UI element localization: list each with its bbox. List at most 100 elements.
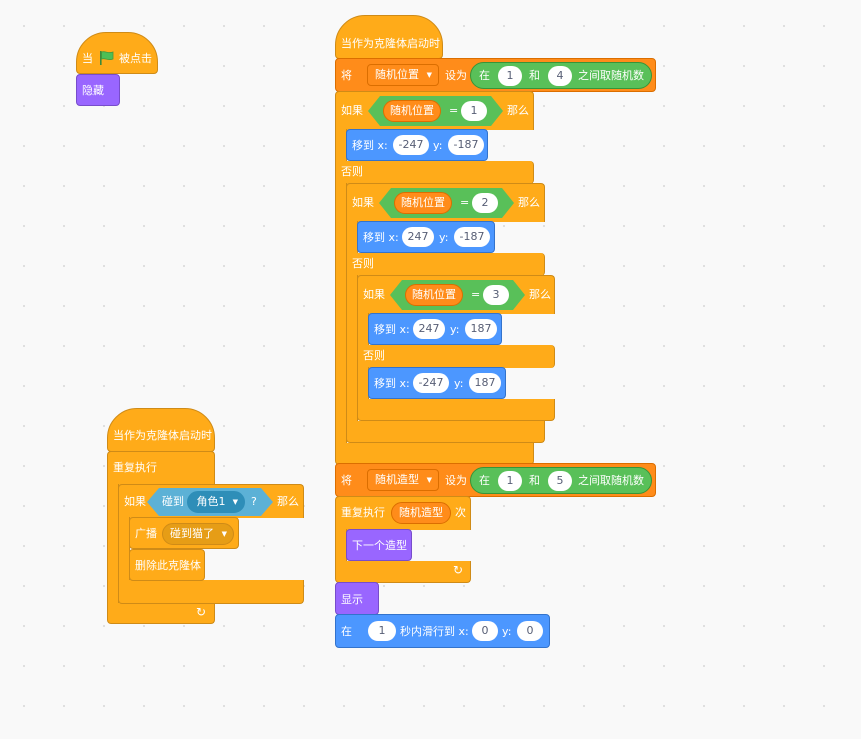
hide-block[interactable]: 隐藏 [76,74,120,106]
if-else-middle-block-top[interactable]: 如果 随机位置 = 2 那么 [346,183,545,222]
clicked-label: 被点击 [119,52,152,65]
else-label-middle: 否则 [352,257,374,270]
goto-y-label-1: y: [433,139,443,152]
if-touching-block-top[interactable]: 如果 碰到 角色1 ▼ ? 那么 [118,484,304,518]
goto-xy-block-3[interactable]: 移到 x: 247 y: 187 [368,313,502,345]
touching-sprite-value: 角色1 [196,495,226,508]
variable-dropdown-position[interactable]: 随机位置 ▼ [367,64,439,86]
forever-block-top[interactable]: 重复执行 [107,451,215,485]
variable-position-value: 随机位置 [375,68,419,81]
if-else-inner-bottom[interactable] [357,399,555,421]
glide-y-label: y: [502,625,512,638]
equals-condition-3[interactable]: 随机位置 = 3 [390,280,525,310]
delete-clone-label: 删除此克隆体 [135,559,201,572]
repeat-block-top[interactable]: 重复执行 随机造型 次 [335,496,471,530]
position-reporter-1[interactable]: 随机位置 [383,100,441,122]
touching-question-label: ? [251,495,257,508]
broadcast-message-value: 碰到猫了 [170,527,214,540]
goto-x-label-1: 移到 x: [352,139,388,152]
to-label: 设为 [445,69,467,82]
clone-hat-label: 当作为克隆体启动时 [113,429,212,442]
goto-xy-block-1[interactable]: 移到 x: -247 y: -187 [346,129,488,161]
next-costume-block[interactable]: 下一个造型 [346,529,412,561]
if-else-inner-block-top[interactable]: 如果 随机位置 = 3 那么 [357,275,555,314]
if-else-middle-bottom[interactable] [346,421,545,443]
when-start-as-clone-hat[interactable]: 当作为克隆体启动时 [107,408,215,452]
broadcast-message-dropdown[interactable]: 碰到猫了 ▼ [162,523,234,545]
else-label-outer: 否则 [341,165,363,178]
else-label-inner: 否则 [363,349,385,362]
goto-xy-block-2[interactable]: 移到 x: 247 y: -187 [357,221,495,253]
goto-xy-block-4[interactable]: 移到 x: -247 y: 187 [368,367,506,399]
position-reporter-2[interactable]: 随机位置 [394,192,452,214]
variable-costume-value: 随机造型 [375,473,419,486]
repeat-block-bottom[interactable]: ↻ [335,561,471,583]
glide-y-input[interactable]: 0 [517,621,543,641]
equals-label-1: = [449,104,459,117]
forever-block-bottom[interactable]: ↻ [107,603,215,624]
if-label: 如果 [124,495,146,508]
else-outer-bar[interactable]: 否则 [335,161,534,184]
equals-label-2: = [460,196,470,209]
dropdown-caret-icon: ▼ [221,530,227,538]
goto-x-input-4[interactable]: -247 [413,373,449,393]
and-label: 和 [529,69,540,82]
pick-random-reporter-1[interactable]: 在 1 和 4 之间取随机数 [470,62,652,89]
glide-x-input[interactable]: 0 [472,621,498,641]
if-touching-block-bottom[interactable] [118,580,304,604]
position-reporter-3[interactable]: 随机位置 [405,284,463,306]
goto-x-input-3[interactable]: 247 [413,319,445,339]
forever-label: 重复执行 [113,461,157,474]
pick-random-reporter-2[interactable]: 在 1 和 5 之间取随机数 [470,467,652,494]
equals-condition-2[interactable]: 随机位置 = 2 [379,188,514,218]
pick-random-label: 之间取随机数 [578,69,644,82]
show-block[interactable]: 显示 [335,582,379,615]
variable-dropdown-costume[interactable]: 随机造型 ▼ [367,469,439,491]
glide-seconds-input[interactable]: 1 [368,621,396,641]
broadcast-block[interactable]: 广播 碰到猫了 ▼ [129,517,239,549]
equals-label-3: = [471,288,481,301]
when-start-as-clone-hat-2[interactable]: 当作为克隆体启动时 [335,15,443,59]
loop-arrow-icon: ↻ [196,605,207,619]
then-label-middle: 那么 [518,196,540,209]
goto-y-label-4: y: [454,377,464,390]
when-label: 当 [82,52,93,65]
to-label-2: 设为 [445,474,467,487]
if-else-outer-block-top[interactable]: 如果 随机位置 = 1 那么 [335,91,534,130]
random-from-input-2[interactable]: 1 [498,471,522,491]
random-to-input-2[interactable]: 5 [548,471,572,491]
show-label: 显示 [341,593,363,606]
glide-mid-label: 秒内滑行到 x: [400,625,469,638]
if-label-inner: 如果 [363,288,385,301]
goto-y-input-3[interactable]: 187 [465,319,497,339]
broadcast-label: 广播 [135,527,157,540]
delete-this-clone-block[interactable]: 删除此克隆体 [129,549,205,581]
dropdown-caret-icon: ▼ [426,71,432,79]
goto-x-input-1[interactable]: -247 [393,135,429,155]
goto-x-input-2[interactable]: 247 [402,227,434,247]
glide-to-xy-block[interactable]: 在 1 秒内滑行到 x: 0 y: 0 [335,614,550,648]
when-flag-clicked-hat[interactable]: 当 被点击 [76,32,158,74]
equals-value-input-3[interactable]: 3 [483,285,509,305]
random-to-input-1[interactable]: 4 [548,66,572,86]
repeat-count-reporter[interactable]: 随机造型 [391,502,451,524]
else-middle-bar[interactable]: 否则 [346,253,545,276]
equals-condition-1[interactable]: 随机位置 = 1 [368,96,503,126]
dropdown-caret-icon: ▼ [426,476,432,484]
set-variable-block-costume[interactable]: 将 随机造型 ▼ 设为 在 1 和 5 之间取随机数 [335,463,656,497]
if-else-outer-bottom[interactable] [335,443,534,465]
set-label-2: 将 [341,474,352,487]
touching-sprite-dropdown[interactable]: 角色1 ▼ [187,491,245,513]
goto-y-input-4[interactable]: 187 [469,373,501,393]
set-variable-block-position[interactable]: 将 随机位置 ▼ 设为 在 1 和 4 之间取随机数 [335,58,656,92]
touching-condition[interactable]: 碰到 角色1 ▼ ? [147,488,273,516]
goto-y-input-1[interactable]: -187 [448,135,484,155]
if-label-outer: 如果 [341,104,363,117]
else-inner-bar[interactable]: 否则 [357,345,555,368]
repeat-label: 重复执行 [341,506,385,519]
then-label-outer: 那么 [507,104,529,117]
random-from-input-1[interactable]: 1 [498,66,522,86]
equals-value-input-1[interactable]: 1 [461,101,487,121]
equals-value-input-2[interactable]: 2 [472,193,498,213]
goto-y-input-2[interactable]: -187 [454,227,490,247]
